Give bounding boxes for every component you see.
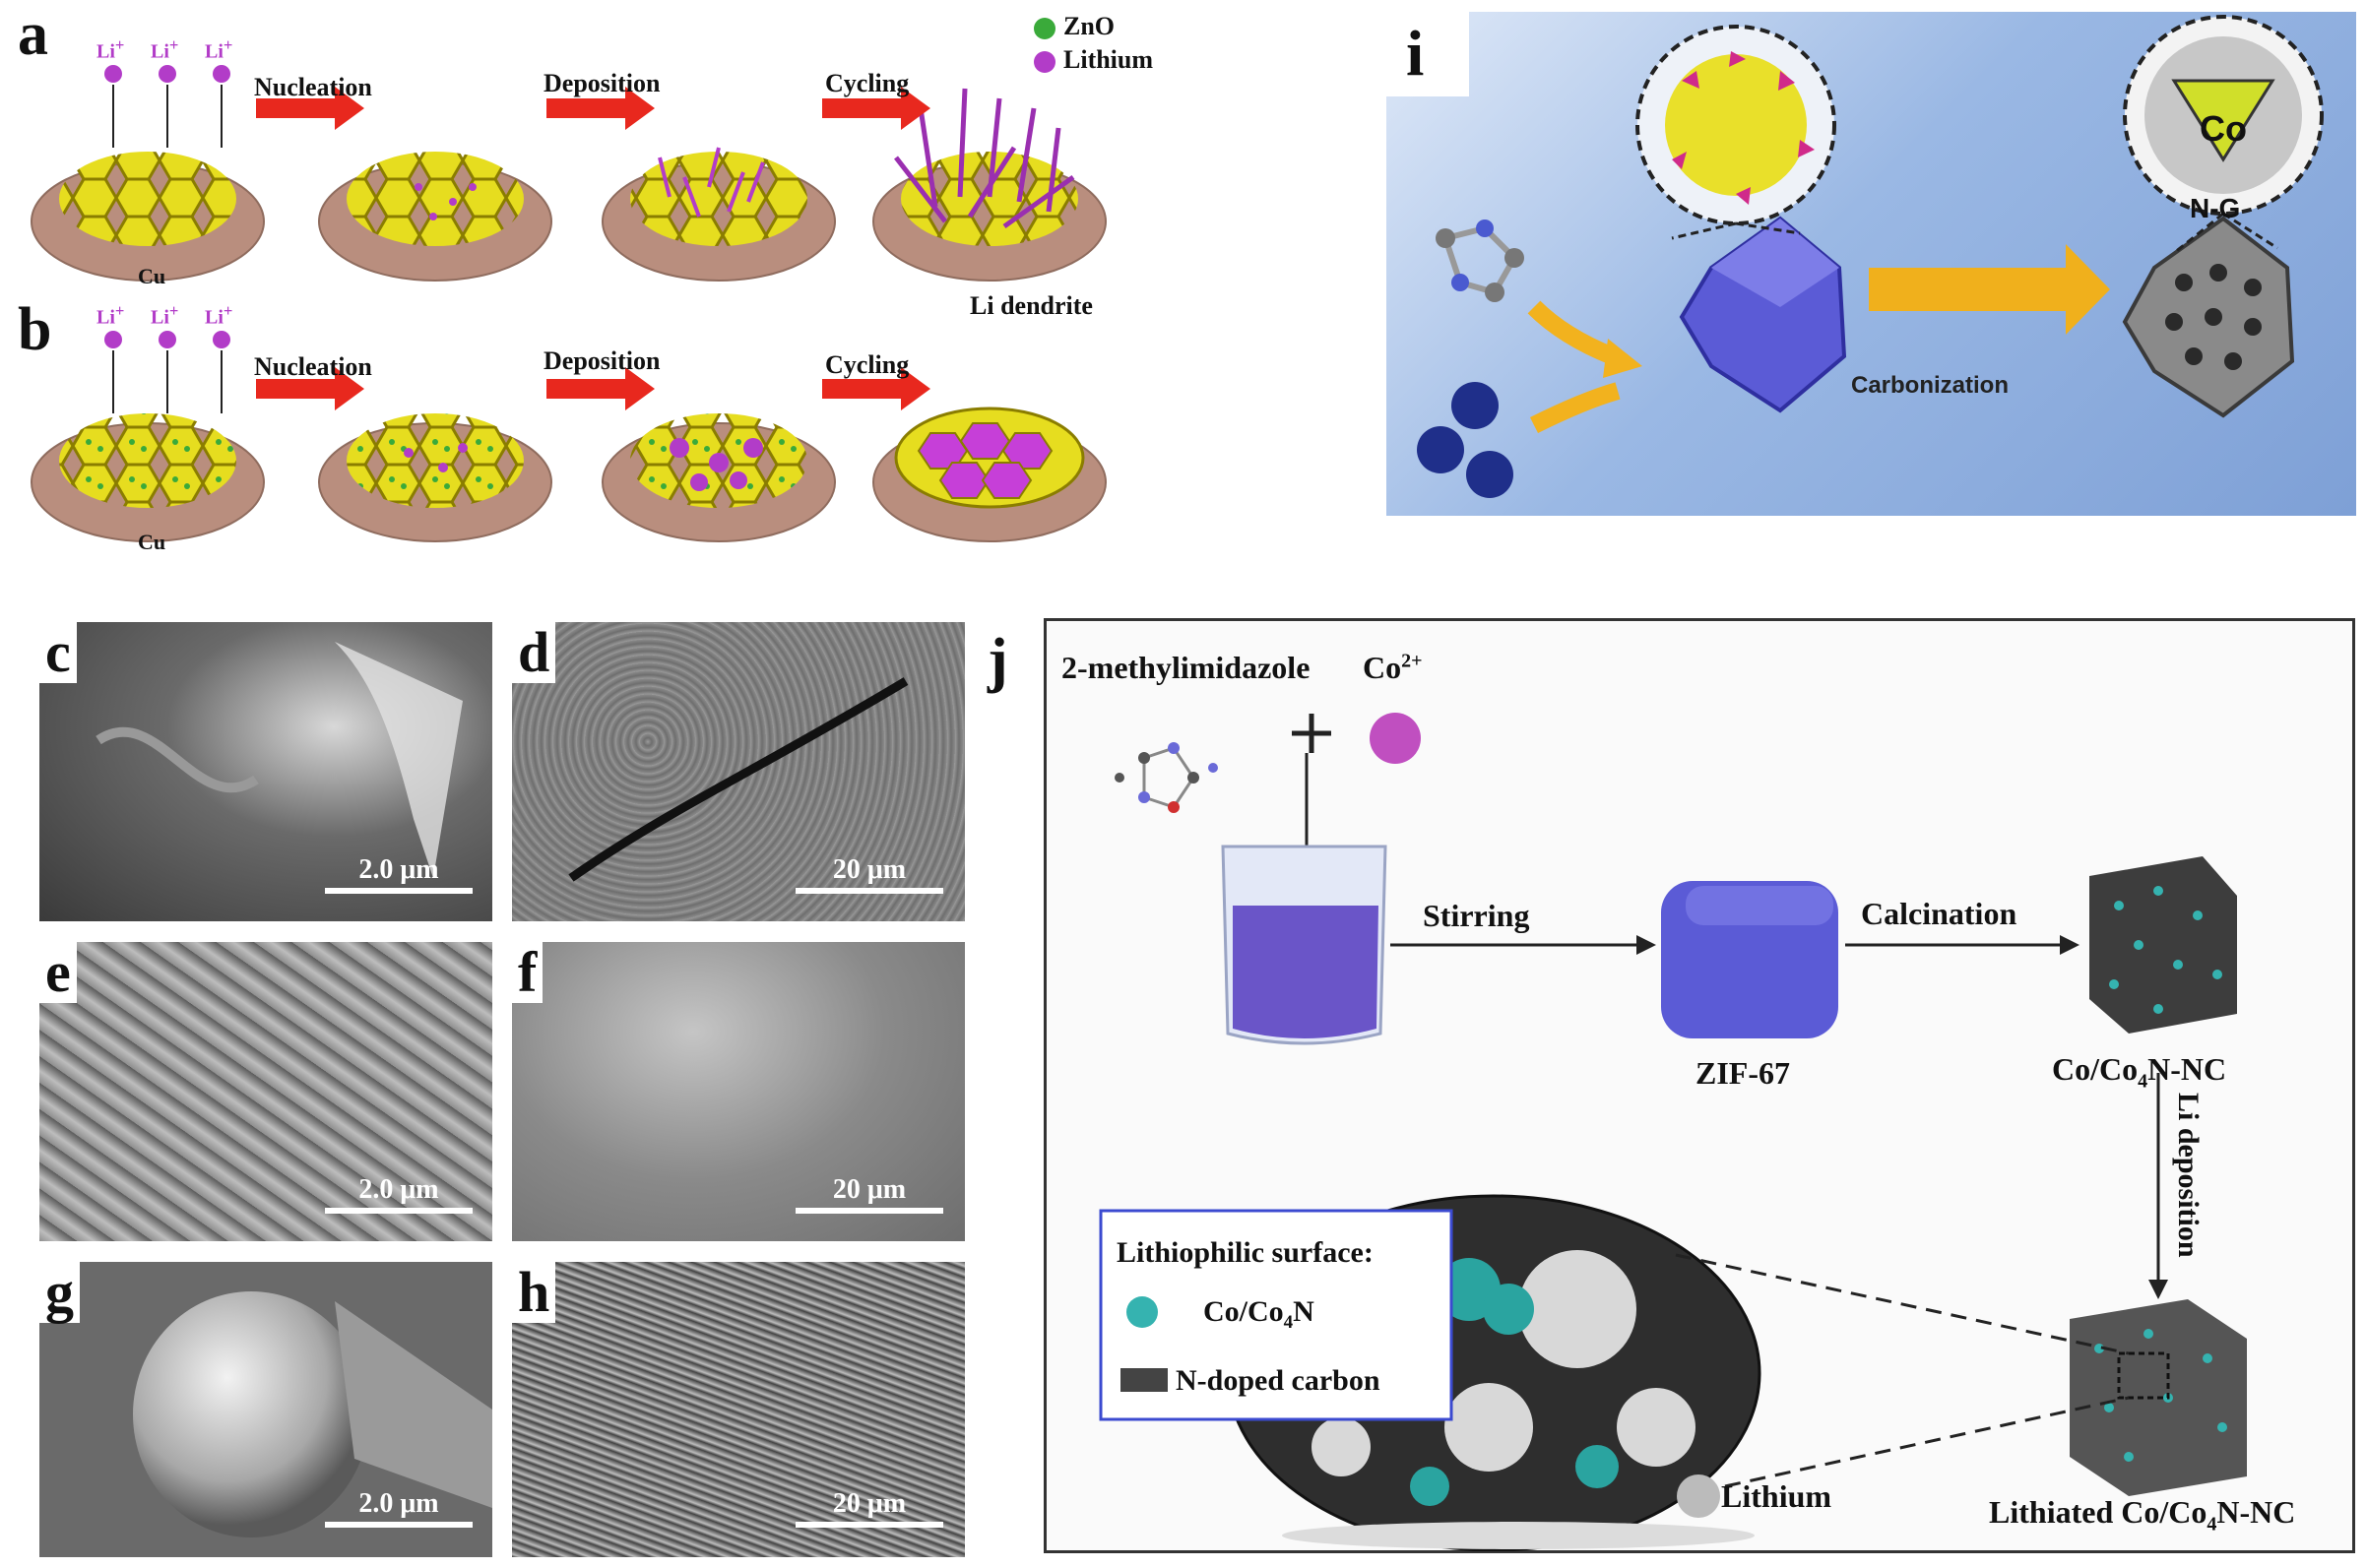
scale-bar-c: 2.0 μm [325,854,473,894]
scale-bar-f: 20 μm [796,1174,943,1214]
cobalt-core-label: Co [2200,108,2247,149]
lithium-legend-label: Lithium [1063,45,1154,74]
reagent-cobalt-ion: Co2+ [1363,650,1423,685]
step-nucleation-b: Nucleation [254,352,372,381]
step-deposition-a: Deposition [544,69,661,97]
dendrite-label: Li dendrite [970,291,1093,320]
sem-letter-c: c [39,622,77,683]
sem-letter-e: e [39,942,77,1003]
carbonization-label: Carbonization [1851,372,2009,399]
reagent-methylimidazole: 2-methylimidazole [1061,650,1311,685]
panel-label-a: a [18,1,48,68]
product-label: Co/Co4N-NC [2052,1051,2227,1093]
step-cycling-a: Cycling [825,69,910,97]
sem-image-g [39,1262,492,1557]
final-product-label: Lithiated Co/Co4N-NC [1989,1494,2296,1536]
ng-shell-label: N-G [2190,193,2241,223]
ion-label-a1: Li+ [96,35,125,63]
legend-cobalt-nitride: Co/Co4N [1203,1295,1314,1333]
sem-letter-d: d [512,622,556,683]
scale-bar-g: 2.0 μm [325,1488,473,1528]
panel-b-schematic [31,331,1107,542]
lithium-label: Lithium [1721,1478,1832,1514]
sem-image-c [39,622,492,921]
substrate-label-a: Cu [138,264,166,288]
sem-letter-g: g [39,1262,80,1323]
sem-image-f [512,942,965,1241]
stirring-label: Stirring [1423,898,1530,933]
sem-image-d [512,622,965,921]
substrate-label-b: Cu [138,530,166,554]
ion-label-b2: Li+ [151,301,179,329]
zno-legend-dot [1034,18,1056,39]
li-deposition-label: Li deposition [2172,1093,2205,1258]
panel-j-schematic [1099,713,2247,1551]
panel-a-schematic [31,65,1107,282]
ion-label-a3: Li+ [205,35,233,63]
panel-i-schematic [1417,15,2324,498]
panel-label-j: j [988,627,1008,694]
ion-label-b3: Li+ [205,301,233,329]
scale-bar-h: 20 μm [796,1488,943,1528]
ion-label-b1: Li+ [96,301,125,329]
calcination-label: Calcination [1861,896,2017,931]
sem-image-e [39,942,492,1241]
scale-bar-e: 2.0 μm [325,1174,473,1214]
lithium-legend-dot [1034,51,1056,73]
scale-bar-d: 20 μm [796,854,943,894]
zif67-label: ZIF-67 [1695,1055,1790,1091]
sem-image-h [512,1262,965,1557]
panel-label-b: b [18,296,52,363]
step-nucleation-a: Nucleation [254,73,372,101]
legend-title: Lithiophilic surface: [1117,1236,1374,1269]
step-deposition-b: Deposition [544,346,661,375]
panel-label-i: i [1406,18,1425,90]
ion-label-a2: Li+ [151,35,179,63]
legend-n-doped-carbon: N-doped carbon [1176,1364,1380,1397]
panel-i-label-box [1386,12,1469,96]
zno-legend-label: ZnO [1063,12,1116,40]
sem-letter-h: h [512,1262,556,1323]
sem-letter-f: f [512,942,544,1003]
step-cycling-b: Cycling [825,350,910,379]
